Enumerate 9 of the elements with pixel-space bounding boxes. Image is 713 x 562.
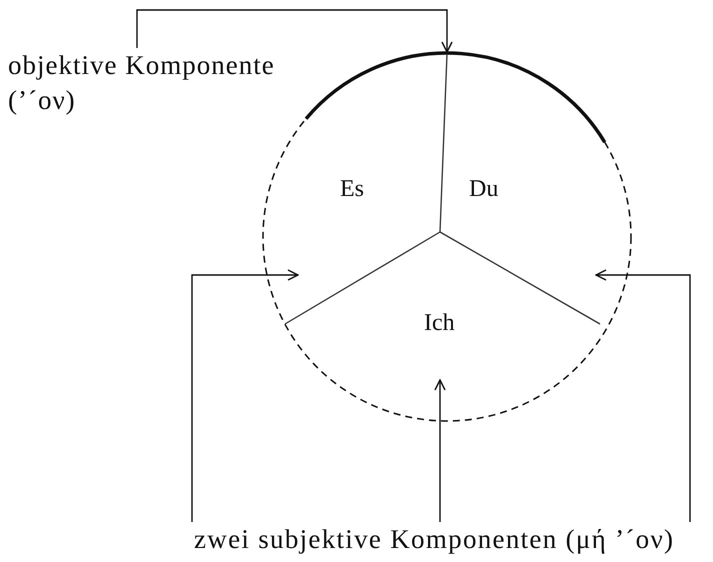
component-label: objektive Komponente (’´ον) [8, 48, 308, 122]
component-label: zwei subjektive Komponenten (μή ’´ον) [194, 522, 713, 560]
arrow [595, 269, 691, 522]
sector-label: Es [340, 174, 364, 206]
arrow [136, 9, 453, 53]
sector-label: Du [469, 174, 498, 206]
arrow [191, 269, 299, 522]
sector-label: Ich [424, 308, 455, 340]
arrow [434, 379, 446, 522]
